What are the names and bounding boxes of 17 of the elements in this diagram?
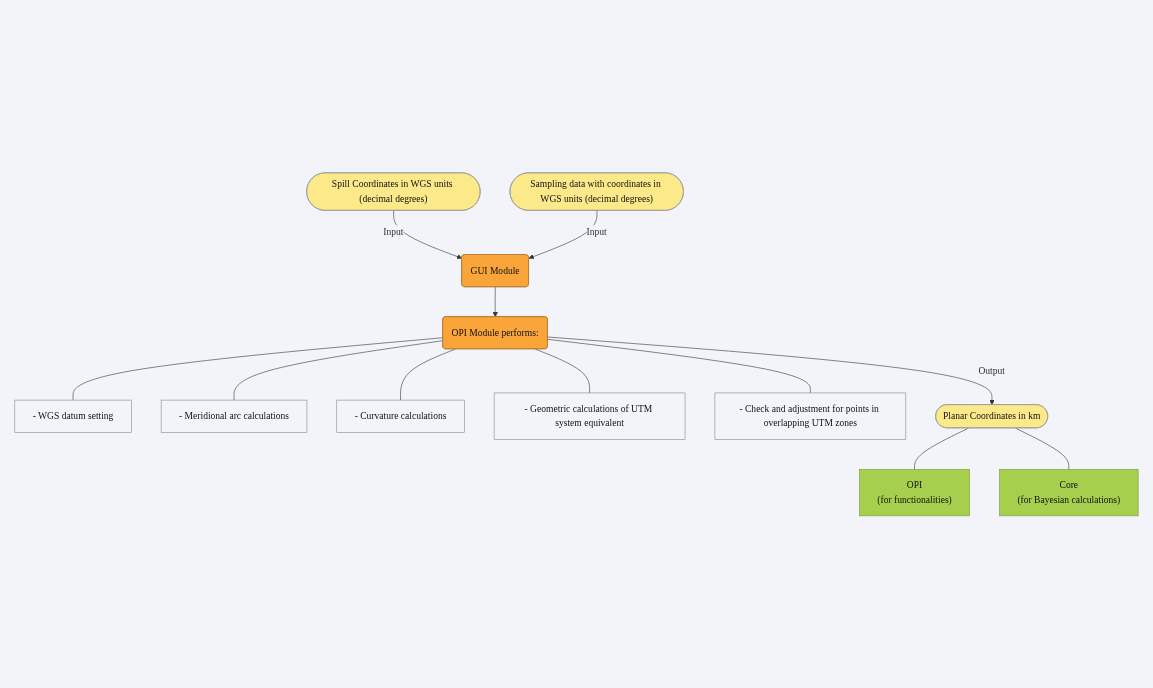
- connector: [233, 340, 444, 401]
- connector: [914, 427, 969, 470]
- edge-label: Input: [586, 226, 607, 237]
- edge-label: Output: [978, 365, 1005, 376]
- connector: [72, 337, 444, 401]
- connector: [400, 348, 456, 401]
- node-box: OPI (for functionalities): [859, 468, 970, 516]
- node-box: - Geometric calculations of UTM system equivalent: [493, 392, 686, 440]
- node-box: - Check and adjustment for points in overlapping UTM zones: [714, 392, 907, 440]
- node-box: - Meridional arc calculations: [160, 399, 308, 433]
- connector: [534, 348, 590, 393]
- node-box: - WGS datum setting: [14, 399, 132, 433]
- connector: [1015, 427, 1070, 470]
- node-box: Core (for Bayesian calculations): [999, 468, 1139, 516]
- node-box: - Curvature calculations: [336, 399, 465, 433]
- edge-label: Input: [383, 226, 404, 237]
- connector: [547, 338, 811, 393]
